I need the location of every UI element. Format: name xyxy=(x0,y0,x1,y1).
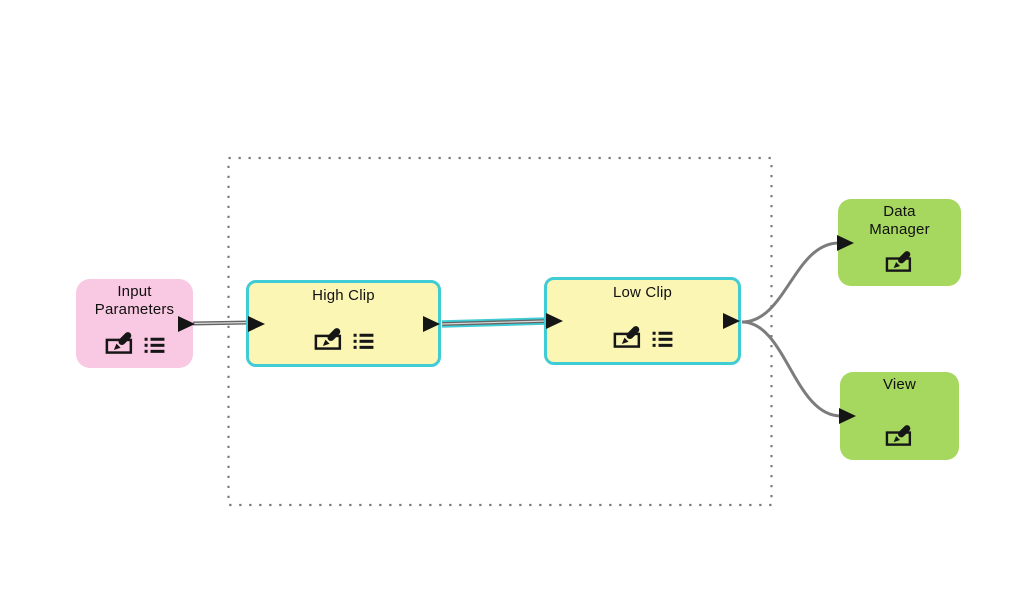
list-icon[interactable] xyxy=(144,337,165,354)
input-port[interactable] xyxy=(839,408,856,424)
wire-low-clip-to-view[interactable] xyxy=(741,320,842,418)
node-title: Data Manager xyxy=(869,199,930,239)
node-status-icons xyxy=(838,250,961,272)
node-title-line: Parameters xyxy=(94,301,175,318)
edit-icon[interactable] xyxy=(885,424,914,446)
node-title-line: View xyxy=(882,376,917,393)
node-title-line: Low Clip xyxy=(612,284,673,301)
input-port[interactable] xyxy=(837,234,854,251)
output-port[interactable] xyxy=(178,315,195,332)
node-title-line: Input xyxy=(117,283,152,300)
edit-icon[interactable] xyxy=(105,331,135,354)
node-title-line: Manager xyxy=(869,221,930,238)
node-data-manager[interactable]: Data Manager xyxy=(837,199,961,286)
node-input-parameters[interactable]: Input Parameters xyxy=(76,279,195,368)
edit-icon[interactable] xyxy=(885,250,914,272)
output-port[interactable] xyxy=(723,313,740,329)
node-title-line: Data xyxy=(883,203,916,220)
node-low-clip[interactable]: Low Clip xyxy=(544,277,741,365)
node-title: Input Parameters xyxy=(95,279,175,319)
wire-input-parameters-to-high-clip[interactable] xyxy=(191,320,251,326)
input-port[interactable] xyxy=(546,313,563,329)
node-view[interactable]: View xyxy=(839,372,959,460)
node-status-icons xyxy=(547,325,738,348)
output-port[interactable] xyxy=(423,315,440,332)
node-status-icons xyxy=(249,327,438,350)
wire-low-clip-to-data-manager[interactable] xyxy=(741,241,840,324)
list-icon[interactable] xyxy=(353,333,374,350)
group-selection-box[interactable] xyxy=(227,156,773,507)
input-port[interactable] xyxy=(248,315,265,332)
edit-icon[interactable] xyxy=(613,325,643,348)
node-title-line: High Clip xyxy=(312,287,375,304)
edit-icon[interactable] xyxy=(314,327,344,350)
list-icon[interactable] xyxy=(652,331,673,348)
node-status-icons xyxy=(840,424,959,446)
node-title: View xyxy=(883,372,916,394)
node-title: Low Clip xyxy=(613,280,672,302)
node-status-icons xyxy=(76,331,193,354)
wire-high-clip-to-low-clip[interactable] xyxy=(441,317,548,328)
node-high-clip[interactable]: High Clip xyxy=(246,280,441,367)
node-title: High Clip xyxy=(312,283,375,305)
